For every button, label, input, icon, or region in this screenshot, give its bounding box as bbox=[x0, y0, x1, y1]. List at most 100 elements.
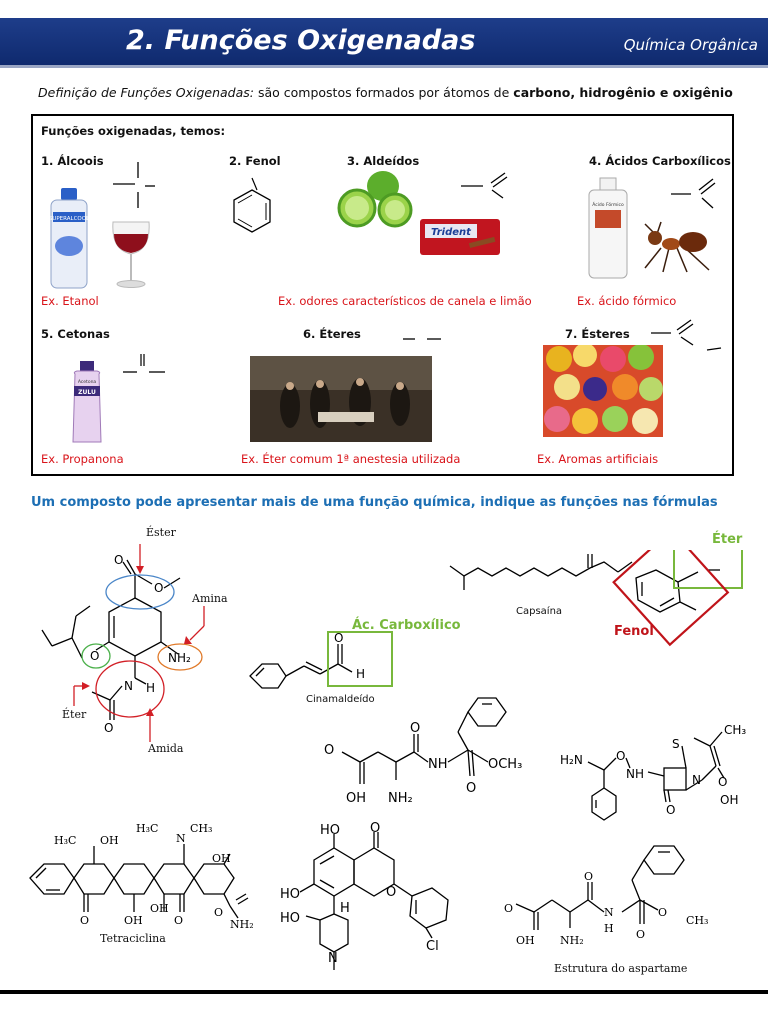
ether-group-formula bbox=[403, 338, 441, 340]
label-cetonas: 5. Cetonas bbox=[41, 327, 110, 341]
atom-n-amide: N bbox=[124, 679, 133, 693]
candies-image bbox=[543, 345, 663, 437]
acetone-bottle-image: ZULU Acetona bbox=[72, 361, 102, 443]
atom-o-carbonyl: O bbox=[114, 553, 123, 567]
atom-o-side: O bbox=[718, 775, 727, 789]
functions-box: Funções oxigenadas, temos: 1. Álcoois 2.… bbox=[31, 114, 734, 476]
example-etanol: Ex. Etanol bbox=[41, 294, 99, 308]
atom-n-tc: N bbox=[176, 832, 186, 845]
atom-h-bot: H bbox=[604, 922, 614, 935]
atom-ho-fl1: HO bbox=[320, 823, 340, 838]
atom-o-ester-bot: O bbox=[636, 928, 645, 941]
atom-o-tc2: O bbox=[174, 914, 183, 927]
box-heading: Funções oxigenadas, temos: bbox=[41, 124, 226, 138]
atom-oh-side: OH bbox=[720, 793, 738, 807]
atom-ch3-bot: CH₃ bbox=[686, 914, 708, 927]
formic-acid-bottle-image: Ácido Fórmico bbox=[588, 177, 628, 279]
atom-nh2-bot: NH₂ bbox=[560, 934, 584, 947]
flavopiridol-structure: HO O HO O H HO Cl N bbox=[280, 821, 449, 970]
ester-group-formula bbox=[651, 319, 722, 351]
example-aromas: Ex. Aromas artificiais bbox=[537, 452, 659, 466]
atom-n-bot: N bbox=[604, 906, 614, 919]
atom-o-amide-bot: O bbox=[584, 870, 593, 883]
atom-o-ester: O bbox=[154, 581, 163, 595]
annotation-eter-green: Éter bbox=[712, 532, 743, 547]
aspartame-structure-bottom: O OH NH₂ O N H O O CH₃ bbox=[504, 845, 708, 947]
atom-o-top: O bbox=[324, 743, 334, 758]
wine-glass-image bbox=[112, 221, 150, 288]
atom-o-tc1: O bbox=[80, 914, 89, 927]
atom-och3: OCH₃ bbox=[488, 757, 522, 772]
page-title: 2. Funções Oxigenadas bbox=[126, 25, 476, 56]
atom-ch3-tc: CH₃ bbox=[190, 822, 212, 835]
atom-o-amide: O bbox=[104, 721, 113, 735]
example-aldeidos: Ex. odores característicos de canela e l… bbox=[278, 294, 532, 308]
carboxylic-group-formula bbox=[671, 178, 716, 209]
atom-oh-tc3: OH bbox=[124, 914, 143, 927]
annotation-ac-carboxilico: Ác. Carboxílico bbox=[352, 618, 461, 633]
atom-o-methyl-bot: O bbox=[658, 906, 667, 919]
atom-o-bot: O bbox=[504, 902, 513, 915]
atom-oh-tc1: OH bbox=[100, 834, 119, 847]
atom-h-amide: H bbox=[146, 681, 155, 695]
atom-o-oxime: O bbox=[616, 749, 625, 763]
atom-h2n: H₂N bbox=[560, 753, 583, 767]
label-esteres: 7. Ésteres bbox=[565, 327, 630, 341]
atom-h-fl: H bbox=[340, 901, 350, 916]
atom-o-amide-top: O bbox=[410, 721, 420, 736]
atom-oh-bot: OH bbox=[516, 934, 535, 947]
aspartame-structure-top: O OH NH₂ O NH O OCH₃ bbox=[324, 697, 522, 806]
definition-bold: carbono, hidrogênio e oxigênio bbox=[513, 85, 733, 100]
atom-nh-top: NH bbox=[428, 757, 448, 772]
label-cinamaldeido: Cinamaldeído bbox=[306, 694, 375, 705]
ketone-group-formula bbox=[123, 354, 165, 373]
atom-n-lactam: N bbox=[692, 773, 701, 787]
annotation-fenol: Fenol bbox=[614, 624, 654, 639]
trident-brand-text: Trident bbox=[431, 227, 472, 238]
atom-o-ester-top: O bbox=[466, 781, 476, 796]
question-text: Um composto pode apresentar mais de uma … bbox=[31, 495, 718, 510]
phenol-formula bbox=[233, 177, 271, 233]
atom-o-fl2: O bbox=[386, 885, 396, 900]
atom-oh-tc2: OH bbox=[212, 852, 231, 865]
annotation-eter: Éter bbox=[62, 708, 87, 721]
atom-o-aldehyde: O bbox=[334, 631, 343, 645]
atom-n-fl: N bbox=[328, 951, 338, 966]
atom-s: S bbox=[672, 737, 680, 751]
atom-nh-oxime: NH bbox=[626, 767, 644, 781]
label-alcoois: 1. Álcoois bbox=[41, 154, 104, 168]
footer-divider bbox=[0, 990, 768, 994]
atom-o-lactam: O bbox=[666, 803, 675, 817]
acid-bottle-label: Ácido Fórmico bbox=[592, 201, 624, 208]
atom-h3c: H₃C bbox=[54, 834, 76, 847]
annotation-amina: Amina bbox=[192, 592, 228, 605]
atom-o-fl1: O bbox=[370, 821, 380, 836]
subject-label: Química Orgânica bbox=[623, 36, 758, 54]
atom-cl: Cl bbox=[426, 939, 439, 954]
definition-lead: Definição de Funções Oxigenadas: bbox=[38, 85, 254, 100]
acetone-brand-text: ZULU bbox=[78, 389, 96, 396]
page-header: 2. Funções Oxigenadas Química Orgânica bbox=[0, 18, 768, 68]
definition-line: Definição de Funções Oxigenadas: são com… bbox=[38, 85, 738, 100]
example-propanona: Ex. Propanona bbox=[41, 452, 124, 466]
atom-oh: OH bbox=[346, 791, 366, 806]
trident-gum-image: Trident bbox=[420, 219, 500, 255]
ether-anesthesia-painting bbox=[250, 356, 432, 442]
beta-lactam-structure: H₂N O NH O S N CH₃ O OH bbox=[560, 723, 746, 821]
tetracycline-structure: H₃C OH H₃C N CH₃ OH O OH OH O O NH₂ bbox=[29, 822, 254, 931]
annotation-ester: Éster bbox=[146, 526, 176, 539]
aldehyde-group-formula bbox=[461, 172, 508, 199]
label-tetraciclina: Tetraciclina bbox=[100, 932, 166, 945]
ant-image bbox=[644, 221, 710, 273]
atom-ho-fl2: HO bbox=[280, 887, 300, 902]
example-acido: Ex. ácido fórmico bbox=[577, 294, 677, 308]
atom-nh2: NH₂ bbox=[168, 651, 191, 665]
label-aldeidos: 3. Aldeídos bbox=[347, 154, 420, 168]
example-eter: Ex. Éter comum 1ª anestesia utilizada bbox=[241, 452, 461, 466]
atom-nh2-tc: NH₂ bbox=[230, 918, 254, 931]
atom-h-aldehyde: H bbox=[356, 667, 365, 681]
atom-ch3: CH₃ bbox=[724, 723, 746, 737]
atom-o-ether: O bbox=[90, 649, 99, 663]
cinnamaldehyde-structure: O H bbox=[249, 631, 393, 689]
label-aspartame: Estrutura do aspartame bbox=[554, 962, 688, 975]
